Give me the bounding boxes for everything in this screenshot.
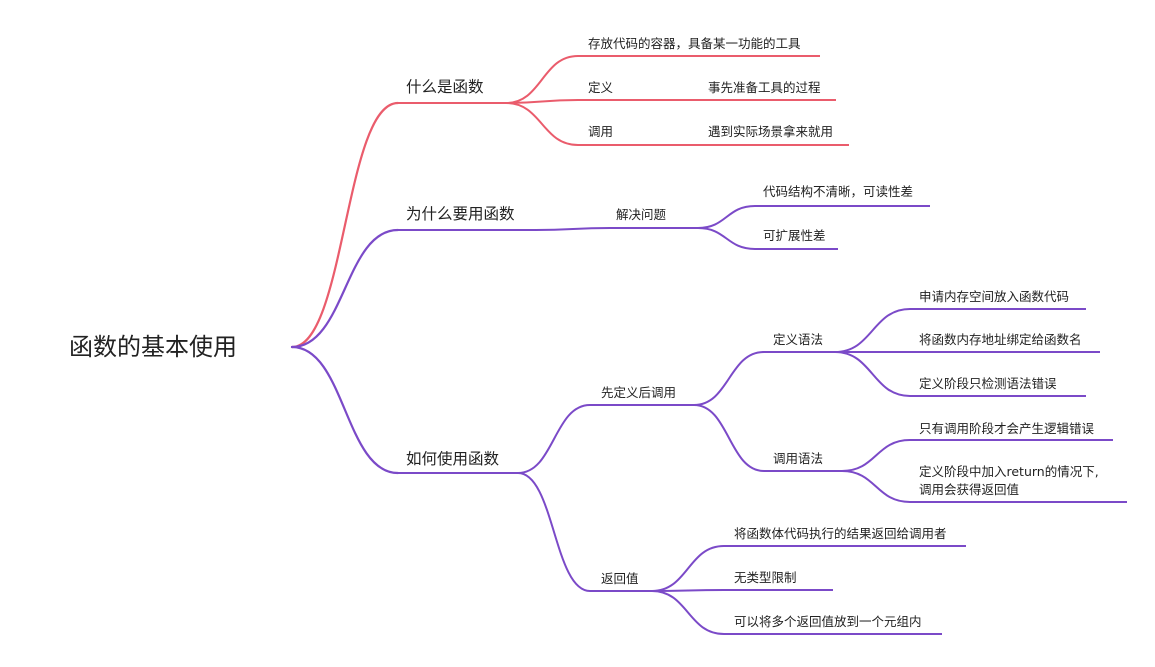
edge-what-define	[505, 99, 579, 104]
edge-root-what	[290, 101, 400, 349]
node-poor-extensibility: 可扩展性差	[763, 228, 826, 243]
edge-what-container	[505, 55, 579, 104]
edge-root-how	[290, 345, 400, 475]
edge-return-case	[841, 470, 911, 503]
node-define-detail: 事先准备工具的过程	[708, 80, 821, 95]
node-how-use-function: 如何使用函数	[406, 450, 500, 468]
node-bind-address: 将函数内存地址绑定给函数名	[919, 332, 1082, 347]
edge-solve-extensibility	[697, 227, 756, 250]
edge-syntax-check	[834, 351, 911, 397]
node-define-syntax: 定义语法	[773, 332, 824, 347]
edge-call-syntax	[693, 404, 765, 472]
node-tuple-return: 可以将多个返回值放到一个元组内	[734, 614, 922, 629]
edge-no-type-limit	[651, 589, 725, 592]
node-no-type-limit: 无类型限制	[734, 570, 797, 585]
node-define-then-call: 先定义后调用	[601, 385, 677, 400]
edge-root-why	[290, 228, 400, 349]
edge-logic-error	[841, 439, 911, 472]
node-define: 定义	[588, 80, 614, 95]
edge-define-syntax	[693, 351, 765, 406]
edge-return-to-caller	[651, 545, 725, 592]
node-return-to-caller: 将函数体代码执行的结果返回给调用者	[734, 526, 947, 541]
edge-solve-structure	[697, 205, 756, 229]
node-unclear-structure: 代码结构不清晰，可读性差	[763, 184, 914, 199]
node-return-value: 返回值	[601, 571, 639, 586]
node-return-case: 定义阶段中加入return的情况下, 调用会获得返回值	[919, 464, 1099, 497]
edge-why-solve	[535, 227, 611, 231]
node-call-syntax: 调用语法	[773, 451, 824, 466]
root-node: 函数的基本使用	[69, 333, 237, 361]
node-logic-error: 只有调用阶段才会产生逻辑错误	[919, 421, 1095, 436]
node-solve-problem: 解决问题	[616, 207, 667, 222]
edge-how-define-first	[517, 404, 591, 474]
node-alloc-memory: 申请内存空间放入函数代码	[919, 289, 1070, 304]
edge-tuple-return	[651, 590, 725, 635]
node-container: 存放代码的容器，具备某一功能的工具	[588, 36, 801, 51]
edge-what-call	[505, 102, 579, 146]
node-syntax-check: 定义阶段只检测语法错误	[919, 376, 1057, 391]
edge-alloc-memory	[834, 308, 911, 353]
node-call: 调用	[588, 124, 614, 139]
node-why-use-function: 为什么要用函数	[406, 205, 515, 223]
node-what-is-function: 什么是函数	[406, 78, 484, 96]
edge-how-return	[517, 472, 591, 592]
node-call-detail: 遇到实际场景拿来就用	[708, 124, 834, 139]
